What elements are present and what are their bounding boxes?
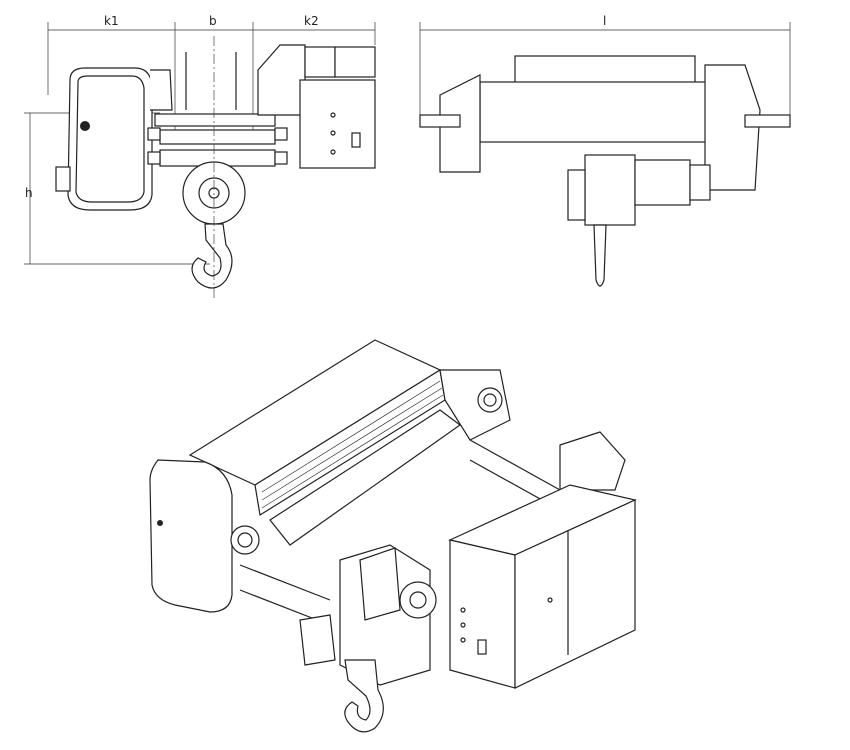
- dim-k2-label: k2: [304, 14, 319, 28]
- dim-l-label: l: [603, 14, 606, 28]
- rope-drum-grooves: [261, 380, 444, 509]
- drum-frame: [147, 52, 288, 167]
- motor-housing-left: [55, 67, 173, 211]
- hook-block: [182, 36, 246, 300]
- motor-housing: [149, 459, 233, 613]
- isometric-view: [149, 339, 637, 733]
- gearbox-and-control-box: [257, 44, 376, 169]
- dimension-lines: l: [419, 14, 791, 120]
- front-view: k1 b k2 h: [24, 14, 376, 300]
- dim-h-label: h: [25, 186, 33, 200]
- dim-b-label: b: [209, 14, 217, 28]
- hook: [344, 659, 384, 733]
- side-view: l: [419, 14, 791, 287]
- dim-k1-label: k1: [104, 14, 119, 28]
- control-cabinet: [448, 484, 637, 689]
